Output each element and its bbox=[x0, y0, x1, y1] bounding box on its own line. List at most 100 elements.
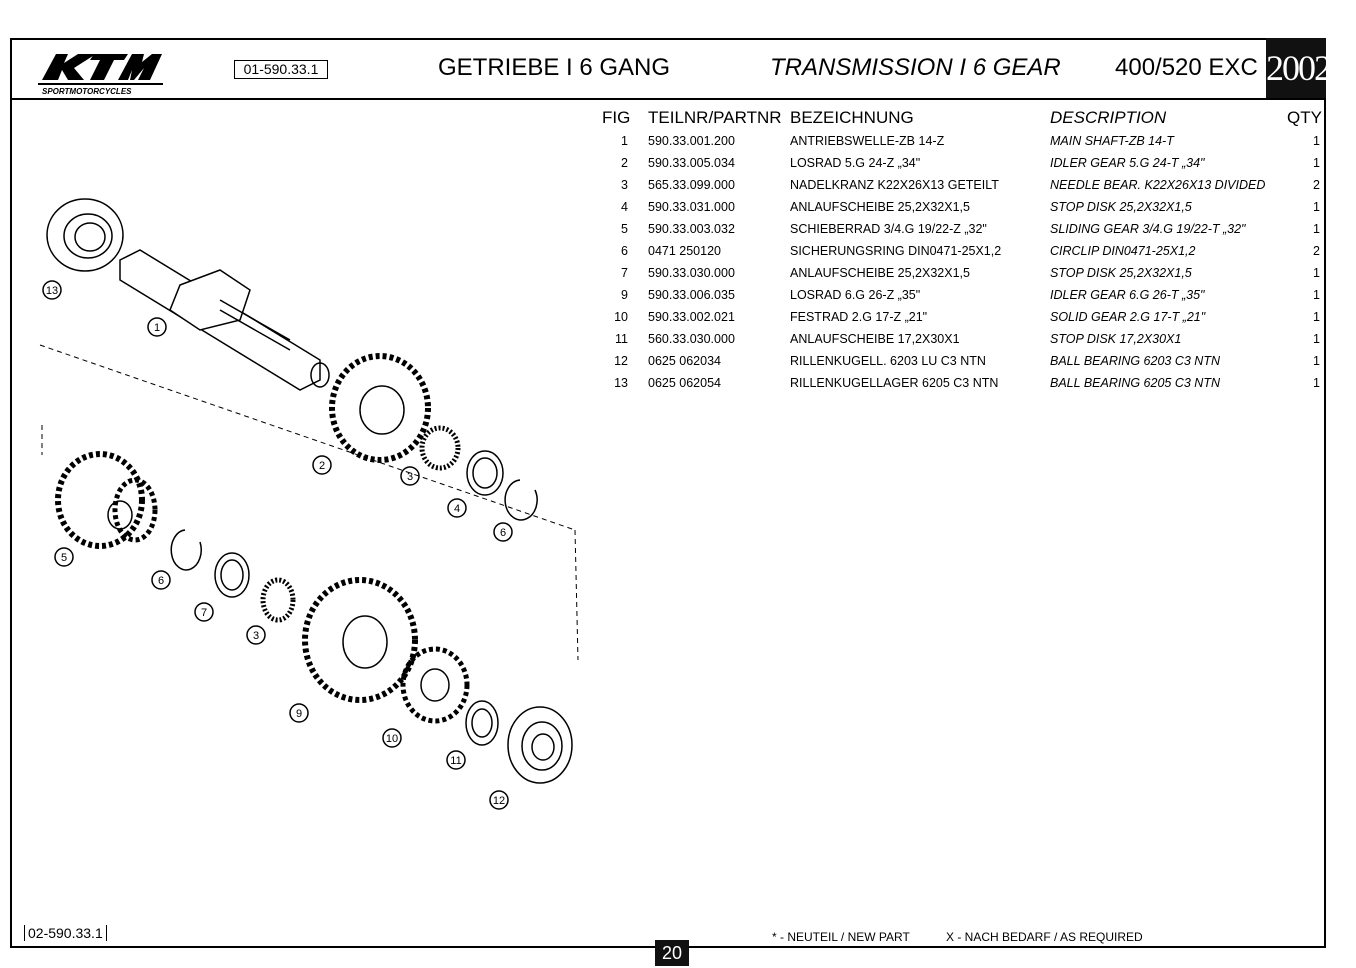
row-qty: 1 bbox=[1313, 266, 1320, 280]
legend-as-required: X - NACH BEDARF / AS REQUIRED bbox=[946, 930, 1143, 944]
row-part-no: 590.33.006.035 bbox=[648, 288, 735, 302]
logo-subtext: SPORTMOTORCYCLES bbox=[42, 87, 132, 96]
legend-new-part: * - NEUTEIL / NEW PART bbox=[772, 930, 910, 944]
row-part-no: 0471 250120 bbox=[648, 244, 721, 258]
row-qty: 2 bbox=[1313, 178, 1320, 192]
row-qty: 1 bbox=[1313, 310, 1320, 324]
col-qty: QTY bbox=[1287, 108, 1322, 127]
row-description: NEEDLE BEAR. K22X26X13 DIVIDED bbox=[1050, 178, 1266, 192]
needle-bearing-3-lower-drawing bbox=[260, 577, 296, 623]
callout-3-lower: 3 bbox=[253, 630, 259, 642]
row-designation: SCHIEBERRAD 3/4.G 19/22-Z „32" bbox=[790, 222, 987, 236]
gear-2-drawing bbox=[329, 353, 431, 463]
row-designation: ANTRIEBSWELLE-ZB 14-Z bbox=[790, 134, 945, 148]
ref-code: 01-590.33.1 bbox=[234, 60, 328, 79]
row-fig: 9 bbox=[621, 288, 628, 302]
row-qty: 1 bbox=[1313, 376, 1320, 390]
needle-bearing-3-drawing bbox=[419, 425, 461, 471]
row-part-no: 0625 062054 bbox=[648, 376, 721, 390]
table-row: 6 0471 250120 SICHERUNGSRING DIN0471-25X1,… bbox=[0, 244, 1356, 266]
callout-13: 13 bbox=[46, 285, 58, 297]
callout-10: 10 bbox=[386, 733, 398, 745]
callout-1: 1 bbox=[154, 322, 160, 334]
row-qty: 1 bbox=[1313, 222, 1320, 236]
title-german: GETRIEBE I 6 GANG bbox=[438, 54, 671, 81]
row-fig: 7 bbox=[621, 266, 628, 280]
callout-9: 9 bbox=[296, 708, 302, 720]
col-designation: BEZEICHNUNG bbox=[790, 108, 914, 127]
model-name: 400/520 EXC bbox=[1115, 54, 1258, 81]
row-fig: 6 bbox=[621, 244, 628, 258]
row-fig: 12 bbox=[614, 354, 628, 368]
row-designation: ANLAUFSCHEIBE 25,2X32X1,5 bbox=[790, 200, 970, 214]
row-part-no: 590.33.002.021 bbox=[648, 310, 735, 324]
row-qty: 1 bbox=[1313, 288, 1320, 302]
row-designation: NADELKRANZ K22X26X13 GETEILT bbox=[790, 178, 999, 192]
sliding-gear-5-drawing bbox=[55, 451, 158, 549]
col-fig: FIG bbox=[602, 108, 631, 127]
year-badge: 2002 bbox=[1266, 38, 1332, 98]
row-description: STOP DISK 25,2X32X1,5 bbox=[1050, 200, 1192, 214]
ktm-logo: SPORTMOTORCYCLES bbox=[38, 54, 163, 96]
row-fig: 3 bbox=[621, 178, 628, 192]
row-fig: 1 bbox=[621, 134, 628, 148]
table-row: 5 590.33.003.032 SCHIEBERRAD 3/4.G 19/22-Z… bbox=[0, 222, 1356, 244]
stop-disk-4-drawing bbox=[466, 450, 504, 496]
stop-disk-11-drawing bbox=[465, 700, 499, 746]
row-part-no: 0625 062034 bbox=[648, 354, 721, 368]
row-qty: 1 bbox=[1313, 156, 1320, 170]
row-description: CIRCLIP DIN0471-25X1,2 bbox=[1050, 244, 1196, 258]
row-fig: 4 bbox=[621, 200, 628, 214]
row-designation: SICHERUNGSRING DIN0471-25X1,2 bbox=[790, 244, 1002, 258]
row-part-no: 565.33.099.000 bbox=[648, 178, 735, 192]
row-qty: 2 bbox=[1313, 244, 1320, 258]
row-qty: 1 bbox=[1313, 354, 1320, 368]
row-part-no: 590.33.030.000 bbox=[648, 266, 735, 280]
callout-11: 11 bbox=[450, 755, 461, 767]
callout-7: 7 bbox=[201, 607, 207, 619]
row-qty: 1 bbox=[1313, 134, 1320, 148]
circlip-6-drawing bbox=[504, 479, 538, 521]
stop-disk-7-drawing bbox=[214, 552, 250, 598]
col-part-no: TEILNR/PARTNR bbox=[648, 108, 782, 127]
title-english: TRANSMISSION I 6 GEAR bbox=[770, 54, 1061, 81]
row-description: STOP DISK 17,2X30X1 bbox=[1050, 332, 1182, 346]
row-description: BALL BEARING 6203 C3 NTN bbox=[1050, 354, 1220, 368]
row-description: MAIN SHAFT-ZB 14-T bbox=[1050, 134, 1174, 148]
row-fig: 11 bbox=[615, 332, 628, 346]
main-shaft-drawing bbox=[119, 249, 330, 391]
callout-5: 5 bbox=[61, 552, 67, 564]
row-part-no: 590.33.005.034 bbox=[648, 156, 735, 170]
row-fig: 5 bbox=[621, 222, 628, 236]
footer-ref-code: 02-590.33.1 bbox=[24, 925, 107, 941]
row-designation: FESTRAD 2.G 17-Z „21" bbox=[790, 310, 928, 324]
circlip-6-lower-drawing bbox=[170, 529, 202, 571]
callout-4: 4 bbox=[454, 503, 460, 515]
row-fig: 13 bbox=[614, 376, 628, 390]
row-designation: ANLAUFSCHEIBE 25,2X32X1,5 bbox=[790, 266, 970, 280]
row-part-no: 590.33.003.032 bbox=[648, 222, 735, 236]
bearing-12-drawing bbox=[507, 706, 573, 784]
gear-9-drawing bbox=[302, 577, 418, 703]
row-designation: RILLENKUGELL. 6203 LU C3 NTN bbox=[790, 354, 986, 368]
row-fig: 2 bbox=[621, 156, 628, 170]
row-description: IDLER GEAR 5.G 24-T „34" bbox=[1050, 156, 1205, 170]
table-row: 7 590.33.030.000 ANLAUFSCHEIBE 25,2X32X1,5… bbox=[0, 266, 1356, 288]
row-description: SLIDING GEAR 3/4.G 19/22-T „32" bbox=[1050, 222, 1246, 236]
page-number: 20 bbox=[655, 940, 689, 966]
table-row: 3 565.33.099.000 NADELKRANZ K22X26X13 GETE… bbox=[0, 178, 1356, 200]
row-part-no: 590.33.001.200 bbox=[648, 134, 735, 148]
exploded-diagram: 13 1 2 3 4 6 5 6 7 3 9 10 11 12 bbox=[39, 198, 579, 810]
table-row: 12 0625 062034 RILLENKUGELL. 6203 LU C3 NT… bbox=[0, 354, 1356, 376]
row-part-no: 560.33.030.000 bbox=[648, 332, 735, 346]
row-description: IDLER GEAR 6.G 26-T „35" bbox=[1050, 288, 1205, 302]
gear-10-drawing bbox=[400, 646, 470, 724]
row-description: SOLID GEAR 2.G 17-T „21" bbox=[1050, 310, 1206, 324]
header-divider bbox=[10, 98, 1326, 100]
col-description: DESCRIPTION bbox=[1050, 108, 1167, 127]
row-part-no: 590.33.031.000 bbox=[648, 200, 735, 214]
callout-2: 2 bbox=[319, 460, 325, 472]
